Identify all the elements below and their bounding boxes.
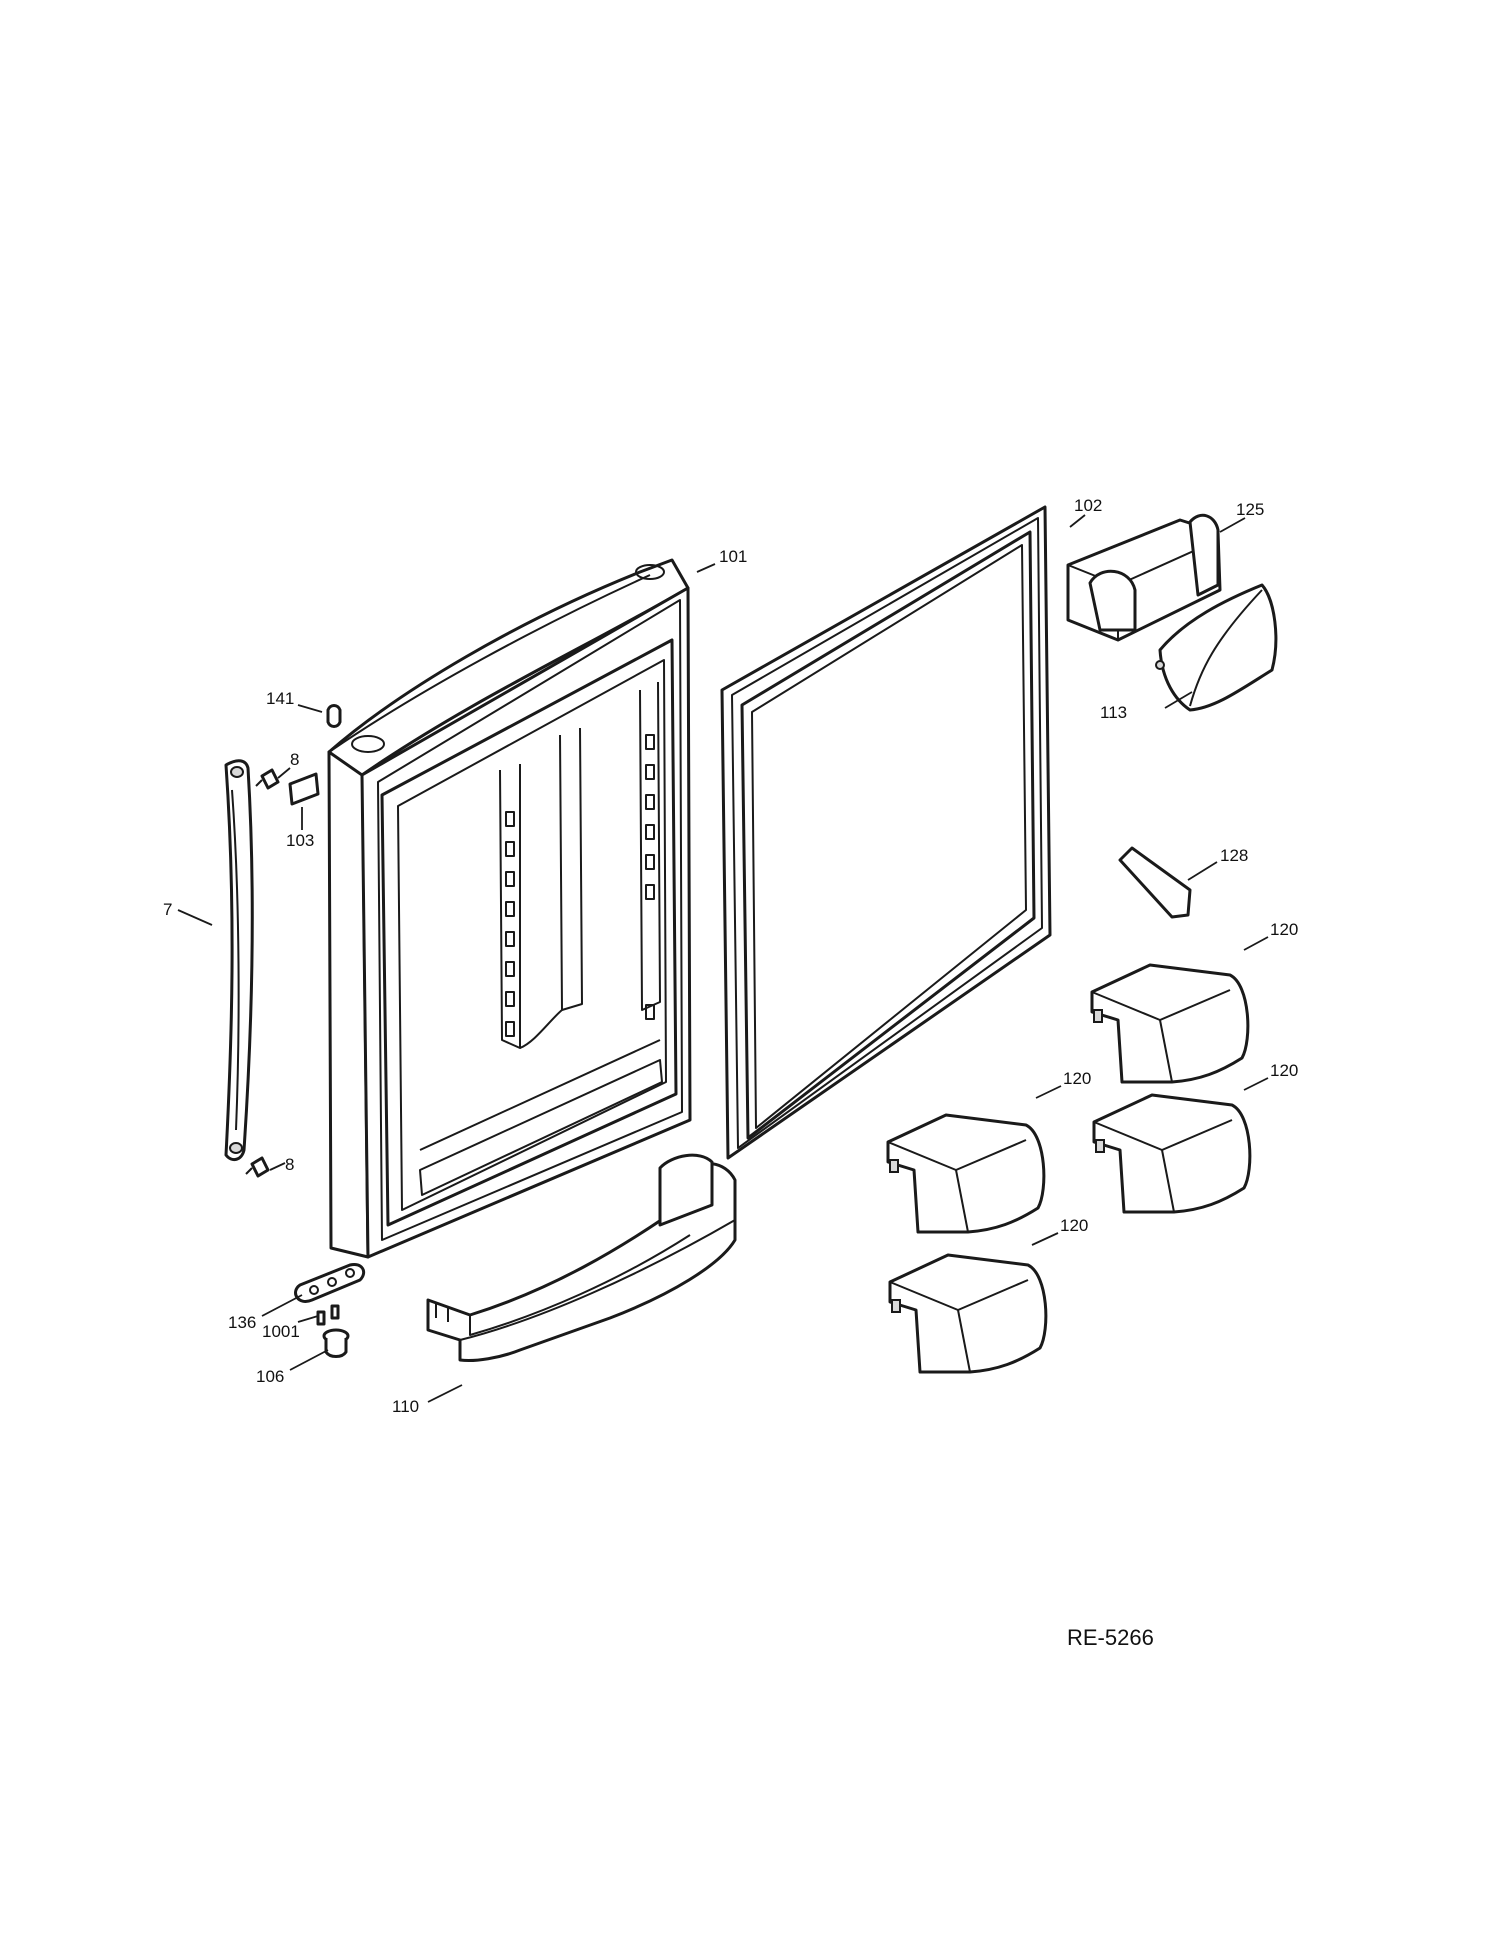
callout-110: 110: [392, 1397, 419, 1416]
door-bin-large: [426, 1153, 737, 1362]
door-bin-small-2: [886, 1113, 1046, 1234]
door-assembly: [327, 558, 692, 1259]
hinge-plate: [294, 1262, 366, 1303]
hole-plug: [326, 704, 342, 728]
callout-8-bottom: 8: [285, 1155, 294, 1174]
hinge-bushing: [322, 1328, 350, 1358]
dairy-door-cover: [1155, 583, 1278, 712]
callout-7: 7: [163, 900, 172, 919]
callout-128: 128: [1220, 846, 1248, 865]
callout-120-b: 120: [1063, 1069, 1091, 1088]
callout-141: 141: [266, 689, 294, 708]
leader-lines: [177, 514, 1269, 1403]
bin-divider: [1118, 846, 1192, 919]
dairy-bin: [1066, 513, 1222, 642]
callout-125: 125: [1236, 500, 1264, 519]
callout-8-top: 8: [290, 750, 299, 769]
door-handle: [224, 759, 254, 1162]
callout-106: 106: [256, 1367, 284, 1386]
door-gasket: [720, 505, 1052, 1160]
callout-113: 113: [1100, 703, 1127, 722]
callout-103: 103: [286, 831, 314, 850]
callout-101: 101: [719, 547, 747, 566]
callout-120-c: 120: [1270, 1061, 1298, 1080]
callout-102: 102: [1074, 496, 1102, 515]
callout-136: 136: [228, 1313, 256, 1332]
callout-labels: 101 102 125 113 141 8 103 7 8 128 120 12…: [163, 496, 1298, 1416]
handle-screw-top: [255, 768, 280, 790]
hinge-screws: [316, 1304, 340, 1326]
callout-120-d: 120: [1060, 1216, 1088, 1235]
diagram-code: RE-5266: [1067, 1625, 1154, 1650]
door-bin-small-4: [888, 1253, 1048, 1374]
door-bin-small-1: [1090, 963, 1250, 1084]
door-bin-small-3: [1092, 1093, 1252, 1214]
label-plate: [288, 772, 320, 806]
callout-120-a: 120: [1270, 920, 1298, 939]
handle-screw-bottom: [245, 1156, 270, 1178]
callout-1001: 1001: [262, 1322, 300, 1341]
